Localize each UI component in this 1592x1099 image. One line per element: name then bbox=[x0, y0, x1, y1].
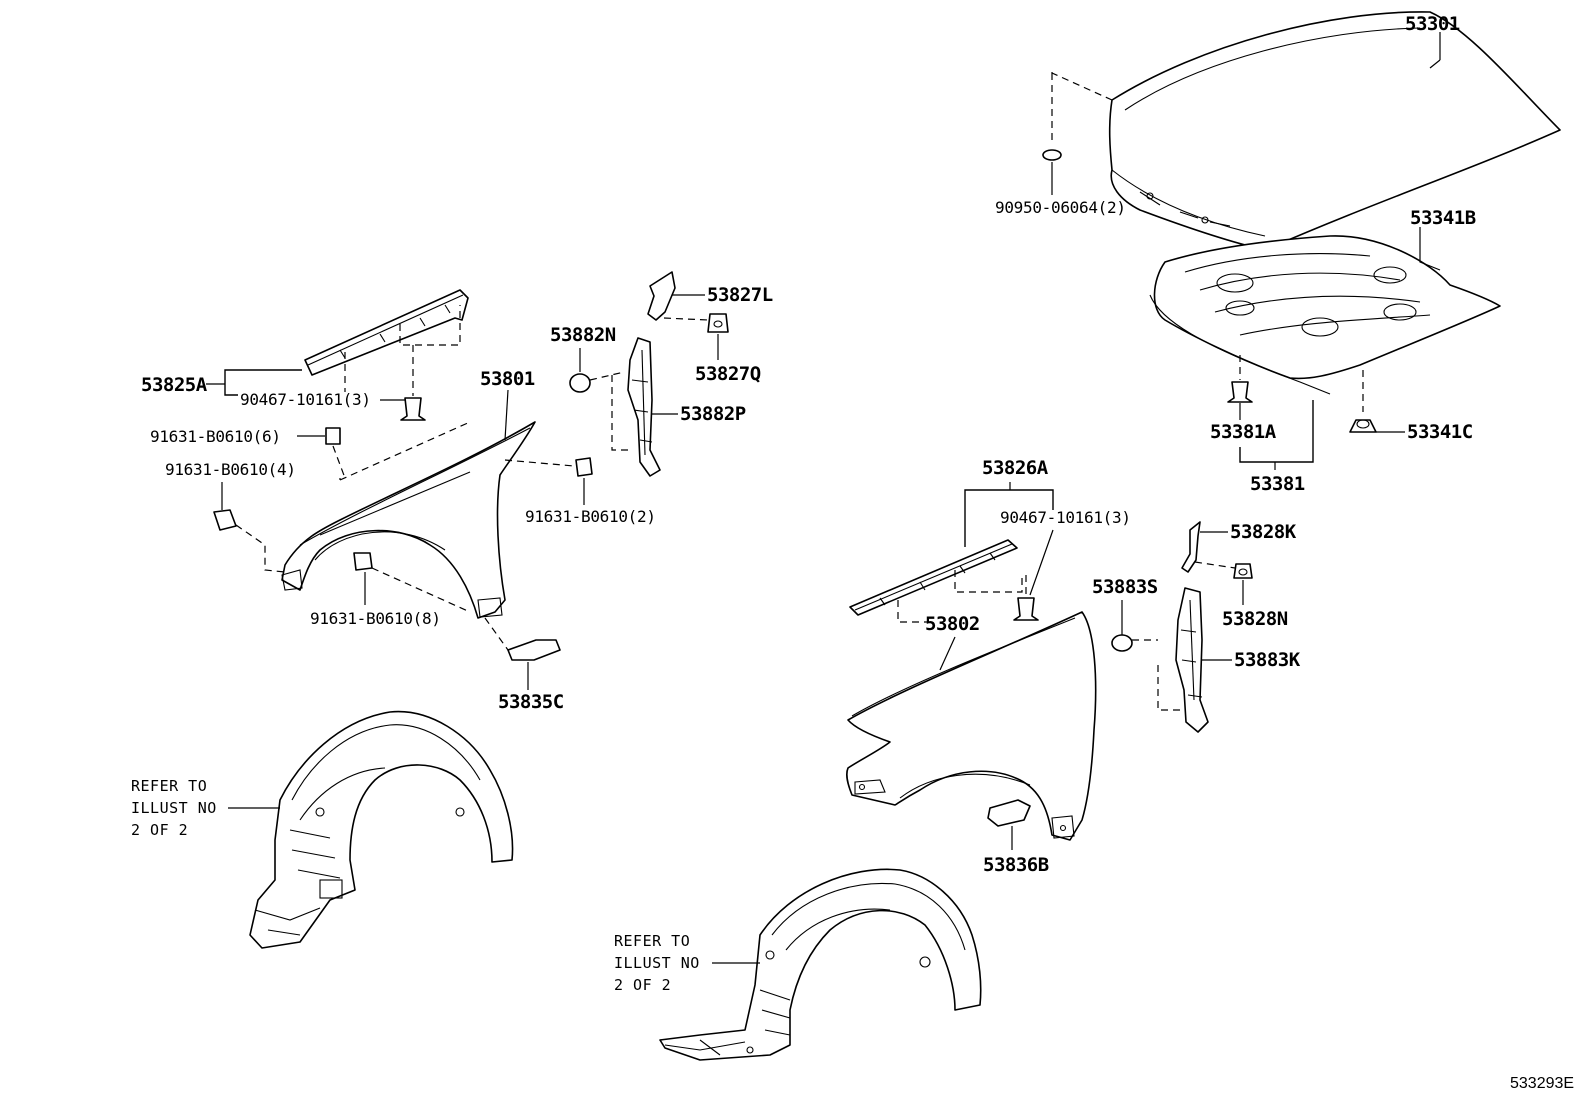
dash-bolt-lh-2 bbox=[504, 459, 575, 467]
clip-lh-part bbox=[400, 397, 426, 421]
liner-lh-part bbox=[627, 337, 661, 477]
clip-rh-part bbox=[1013, 597, 1039, 621]
cap-rh-part bbox=[1111, 634, 1133, 652]
label-hood-plug: 90950-06064(2) bbox=[995, 198, 1126, 217]
fender-lh-part bbox=[281, 421, 536, 619]
liner-rh-part bbox=[1175, 587, 1209, 733]
bolt-lh-8-part bbox=[353, 552, 373, 571]
reference-code: 533293E bbox=[1510, 1075, 1574, 1092]
leader-fender-rh bbox=[939, 636, 956, 671]
label-bolt-lh-6: 91631-B0610(6) bbox=[150, 427, 281, 446]
label-seal-rh-set: 53826A bbox=[982, 457, 1049, 479]
bracket-seal-rh bbox=[964, 489, 1054, 547]
leader-insulator bbox=[1419, 227, 1441, 271]
label-seal-lh-set: 53825A bbox=[141, 374, 208, 396]
label-hood: 53301 bbox=[1405, 13, 1460, 35]
label-liner-lh: 53882P bbox=[680, 403, 746, 425]
note-rh-line1: REFER TO bbox=[614, 932, 690, 950]
bracket-rh-part bbox=[1181, 521, 1201, 573]
leader-hood-tip bbox=[1429, 59, 1441, 69]
label-hood-insulator-set: 53381 bbox=[1250, 473, 1305, 495]
label-hood-clip: 53381A bbox=[1210, 421, 1277, 443]
dash-hood-plug bbox=[1051, 72, 1113, 101]
label-bolt-lh-2: 91631-B0610(2) bbox=[525, 507, 656, 526]
label-hood-retainer: 53341C bbox=[1407, 421, 1473, 443]
dash-liner-lh bbox=[611, 375, 632, 451]
lower-bracket-rh-part bbox=[987, 799, 1031, 827]
hood-retainer-part bbox=[1349, 419, 1377, 433]
cap-lh-part bbox=[569, 373, 591, 393]
bracket-seal-lh bbox=[224, 369, 302, 396]
dash-bolt-lh-8 bbox=[371, 567, 471, 613]
label-bracket-rh: 53828K bbox=[1230, 521, 1297, 543]
lower-bracket-lh-part bbox=[507, 639, 561, 661]
dash-cap-lh bbox=[589, 371, 625, 381]
label-bracket-lh: 53827L bbox=[707, 284, 773, 306]
wheel-liner-lh-part bbox=[249, 710, 514, 949]
note-lh-line1: REFER TO bbox=[131, 777, 207, 795]
dash-seal-rh-b bbox=[954, 570, 1023, 593]
label-cap-lh: 53882N bbox=[550, 324, 616, 346]
dash-bolt-lh-6 bbox=[332, 445, 346, 479]
label-fender-rh: 53802 bbox=[925, 613, 980, 635]
label-lower-bracket-lh: 53835C bbox=[498, 691, 564, 713]
note-lh-line3: 2 OF 2 bbox=[131, 821, 188, 839]
label-fender-lh: 53801 bbox=[480, 368, 535, 390]
label-clip-lh: 90467-10161(3) bbox=[240, 390, 371, 409]
dash-lower-bracket-lh bbox=[484, 617, 509, 651]
bolt-lh-6-part bbox=[325, 427, 341, 445]
seal-lh-part bbox=[304, 289, 469, 376]
bolt-lh-4-part bbox=[213, 509, 237, 531]
dash-nut-lh bbox=[663, 317, 709, 321]
label-nut-lh: 53827Q bbox=[695, 363, 761, 385]
label-lower-bracket-rh: 53836B bbox=[983, 854, 1049, 876]
hood-insulator-part bbox=[1149, 235, 1501, 395]
wheel-liner-rh-part bbox=[659, 868, 982, 1061]
hood-part bbox=[1108, 11, 1561, 251]
label-bolt-lh-8: 91631-B0610(8) bbox=[310, 609, 441, 628]
hood-plug-part bbox=[1042, 149, 1062, 161]
bracket-insulator-set bbox=[1239, 400, 1314, 463]
nut-lh-part bbox=[707, 313, 729, 333]
dash-seal-lh-b bbox=[399, 305, 461, 346]
dash-liner-rh bbox=[1157, 665, 1185, 711]
label-clip-rh: 90467-10161(3) bbox=[1000, 508, 1131, 527]
label-hood-insulator: 53341B bbox=[1410, 207, 1476, 229]
label-cap-rh: 53883S bbox=[1092, 576, 1158, 598]
fender-rh-part bbox=[845, 611, 1097, 841]
bracket-lh-part bbox=[647, 271, 676, 321]
dash-nut-rh bbox=[1194, 561, 1236, 569]
bolt-lh-2-part bbox=[575, 457, 593, 477]
dash-bolt-lh-4 bbox=[235, 524, 286, 573]
label-nut-rh: 53828N bbox=[1222, 608, 1288, 630]
leader-fender-lh bbox=[504, 389, 509, 441]
nut-rh-part bbox=[1233, 563, 1253, 579]
hood-clip-part bbox=[1227, 381, 1253, 403]
note-lh-line2: ILLUST NO bbox=[131, 799, 217, 817]
seal-rh-part bbox=[849, 539, 1018, 616]
label-bolt-lh-4: 91631-B0610(4) bbox=[165, 460, 296, 479]
note-rh-line3: 2 OF 2 bbox=[614, 976, 671, 994]
label-liner-rh: 53883K bbox=[1234, 649, 1301, 671]
note-rh-line2: ILLUST NO bbox=[614, 954, 700, 972]
leader-clip-rh bbox=[1029, 529, 1054, 596]
